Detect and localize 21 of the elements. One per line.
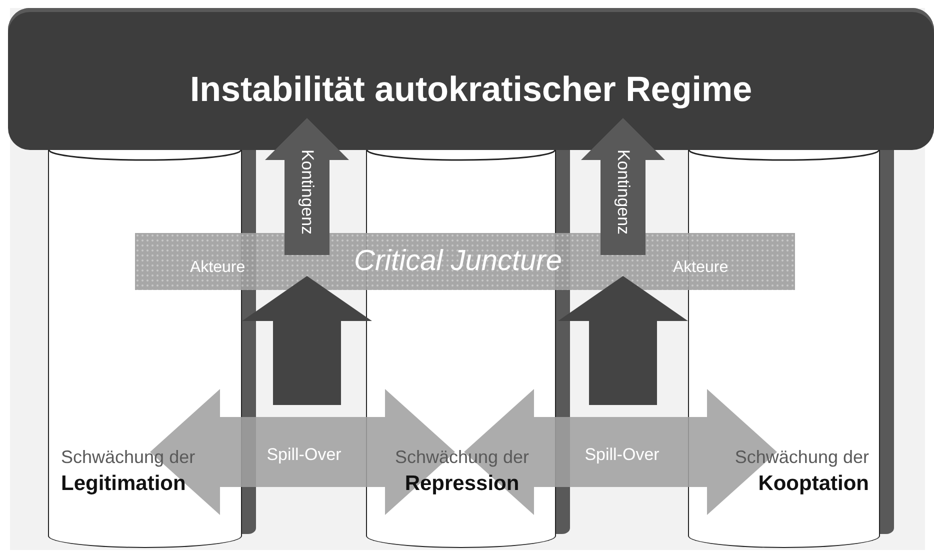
up-arrow	[558, 276, 688, 405]
edge-label: Spill-Over	[266, 445, 342, 465]
up-arrow	[581, 118, 665, 255]
edge-label: Kontingenz	[613, 149, 633, 235]
double-arrow	[464, 389, 777, 515]
pillar-title: Kooptation	[757, 472, 869, 496]
band-label: Akteure	[190, 258, 246, 278]
double-arrow	[150, 389, 455, 515]
edge-label: Kontingenz	[297, 149, 317, 235]
title-bar	[8, 8, 934, 150]
juncture-band	[135, 233, 795, 290]
pillar-title: Legitimation	[61, 472, 187, 496]
pillar-caption: Schwächung der	[61, 447, 196, 468]
title: Instabilität autokratischer Regime	[188, 70, 754, 110]
pillar-title: Repression	[404, 472, 520, 496]
edge-label: Spill-Over	[584, 445, 660, 465]
pillar-caption: Schwächung der	[734, 447, 869, 468]
band-title: Critical Juncture	[354, 244, 562, 278]
band-label: Akteure	[673, 258, 728, 278]
up-arrow	[265, 118, 349, 255]
up-arrow	[242, 276, 372, 405]
